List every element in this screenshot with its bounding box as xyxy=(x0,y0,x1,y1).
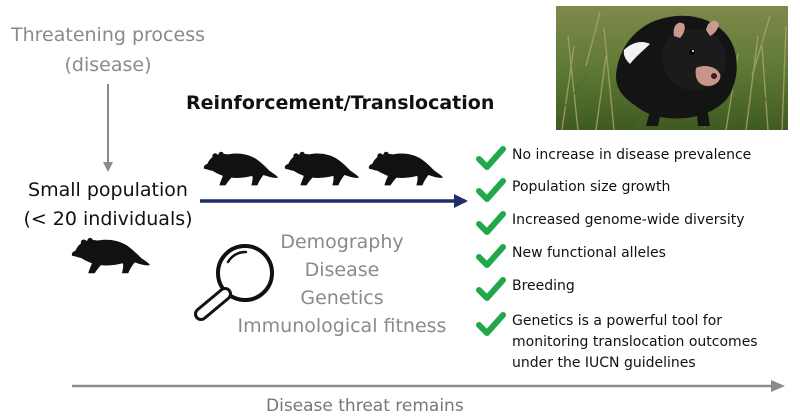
outcome-text: Breeding xyxy=(512,278,575,294)
tasmanian-devil-icon xyxy=(368,151,444,186)
check-icon xyxy=(476,211,506,235)
tasmanian-devil-photo xyxy=(556,6,788,130)
check-icon xyxy=(476,312,506,336)
tasmanian-devil-icon xyxy=(284,151,360,186)
check-icon xyxy=(476,178,506,202)
outcome-text-line: under the IUCN guidelines xyxy=(512,355,696,371)
small-population-label: Small population (< 20 individuals) xyxy=(10,176,206,234)
check-icon xyxy=(476,277,506,301)
tasmanian-devil-icon xyxy=(203,151,279,186)
devil-group xyxy=(203,151,444,186)
population-line-2: (< 20 individuals) xyxy=(23,208,193,230)
monitoring-item: Demography xyxy=(280,231,404,253)
monitoring-item: Immunological fitness xyxy=(237,315,447,337)
population-line-1: Small population xyxy=(28,179,188,201)
outcome-text-line: monitoring translocation outcomes xyxy=(512,334,758,350)
tasmanian-devil-icon xyxy=(71,237,151,274)
check-icon xyxy=(476,244,506,268)
threat-line-2: (disease) xyxy=(64,54,152,76)
threat-line-1: Threatening process xyxy=(11,24,205,46)
monitoring-item: Genetics xyxy=(300,287,384,309)
threatening-process-label: Threatening process (disease) xyxy=(8,20,208,80)
monitoring-item: Disease xyxy=(304,259,380,281)
outcome-text: Population size growth xyxy=(512,179,671,195)
magnifier-icon xyxy=(194,244,274,321)
photo-illustration xyxy=(556,6,788,130)
outcome-text: No increase in disease prevalence xyxy=(512,147,752,163)
footer-label: Disease threat remains xyxy=(266,396,464,416)
outcome-text: New functional alleles xyxy=(512,245,666,261)
diagram-title: Reinforcement/Translocation xyxy=(186,92,495,114)
outcome-text: Increased genome-wide diversity xyxy=(512,212,745,228)
check-icon xyxy=(476,146,506,170)
monitoring-list: Demography Disease Genetics Immunologica… xyxy=(226,228,458,340)
outcome-text-line: Genetics is a powerful tool for xyxy=(512,313,723,329)
